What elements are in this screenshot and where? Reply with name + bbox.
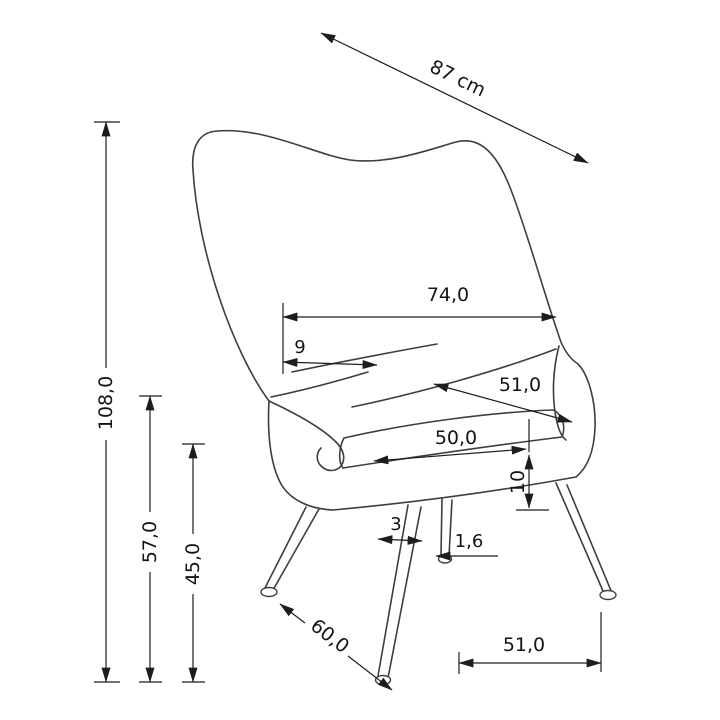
- dimension-label: 10: [507, 470, 529, 494]
- dim-diagonal-depth: 87 cm: [320, 32, 589, 164]
- dimension-label: 74,0: [427, 284, 469, 306]
- dimension-line: [282, 357, 378, 370]
- apron-outline: [332, 476, 577, 511]
- dimension-label: 50,0: [435, 427, 477, 449]
- wing-seam: [291, 343, 438, 373]
- back-seat-seam: [351, 348, 557, 408]
- dimension-label: 51,0: [499, 374, 541, 396]
- dimension-label: 87 cm: [426, 56, 489, 102]
- foot-back-right: [599, 589, 617, 601]
- dim-total-height: 108,0: [94, 121, 120, 683]
- dimension-label: 45,0: [182, 543, 204, 585]
- dimension-label: 1,6: [455, 531, 484, 552]
- leg-back-right: [555, 482, 613, 594]
- dimension-label: 57,0: [139, 521, 161, 563]
- dim-wing-depth: 9: [282, 337, 378, 370]
- dimension-line: [433, 383, 573, 423]
- dimension-label: 9: [294, 337, 305, 358]
- dim-seat-height: 45,0: [182, 443, 205, 683]
- foot-front-left: [260, 586, 278, 598]
- dim-arm-diagonal: 51,0: [433, 374, 573, 423]
- dim-seat-width: 50,0: [373, 427, 527, 465]
- dim-feet-span-width: 51,0: [458, 612, 602, 674]
- leg-front-left: [264, 506, 320, 591]
- armchair-drawing: [191, 129, 617, 686]
- right-arm-outer-outline: [575, 363, 596, 478]
- left-arm-scroll: [268, 400, 345, 472]
- dim-back-width: 74,0: [282, 284, 557, 374]
- leg-back-left: [440, 498, 453, 557]
- dim-cushion-thickness: 10: [507, 419, 549, 511]
- dimension-line: [373, 445, 527, 465]
- dim-leg-top-width: 3: [377, 514, 423, 545]
- dimension-label: 51,0: [503, 634, 545, 656]
- dimension-line-upper: [279, 603, 306, 624]
- dim-arm-height: 57,0: [139, 395, 162, 683]
- dimension-label: 3: [390, 514, 401, 535]
- left-wing-seam: [270, 371, 369, 398]
- dimension-label: 60,0: [306, 615, 353, 658]
- dimension-line: [320, 32, 589, 164]
- dimension-label: 108,0: [95, 376, 117, 430]
- left-arm-outline: [267, 400, 334, 511]
- backrest-outline: [191, 129, 579, 402]
- dim-foot-diameter: 1,6: [435, 531, 498, 561]
- dimension-line-lower: [347, 655, 393, 691]
- dimension-line: [377, 535, 423, 545]
- dim-feet-span-depth: 60,0: [279, 603, 393, 691]
